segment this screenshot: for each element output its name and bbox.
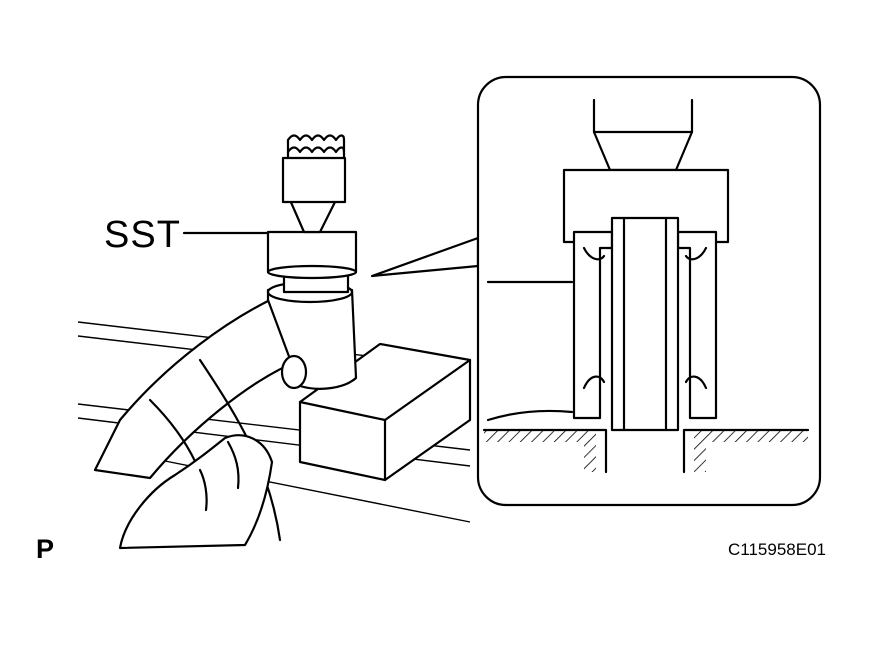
detail-bushing <box>572 216 718 432</box>
lower-arm <box>93 280 358 542</box>
hand <box>118 434 274 550</box>
detail-base <box>482 428 810 474</box>
view-code-label: P <box>36 534 55 564</box>
sst-label: SST <box>104 214 181 256</box>
figure-id-label: C115958E01 <box>728 540 826 559</box>
detail-arm-section <box>486 280 574 422</box>
sst-press-tool <box>266 134 358 294</box>
